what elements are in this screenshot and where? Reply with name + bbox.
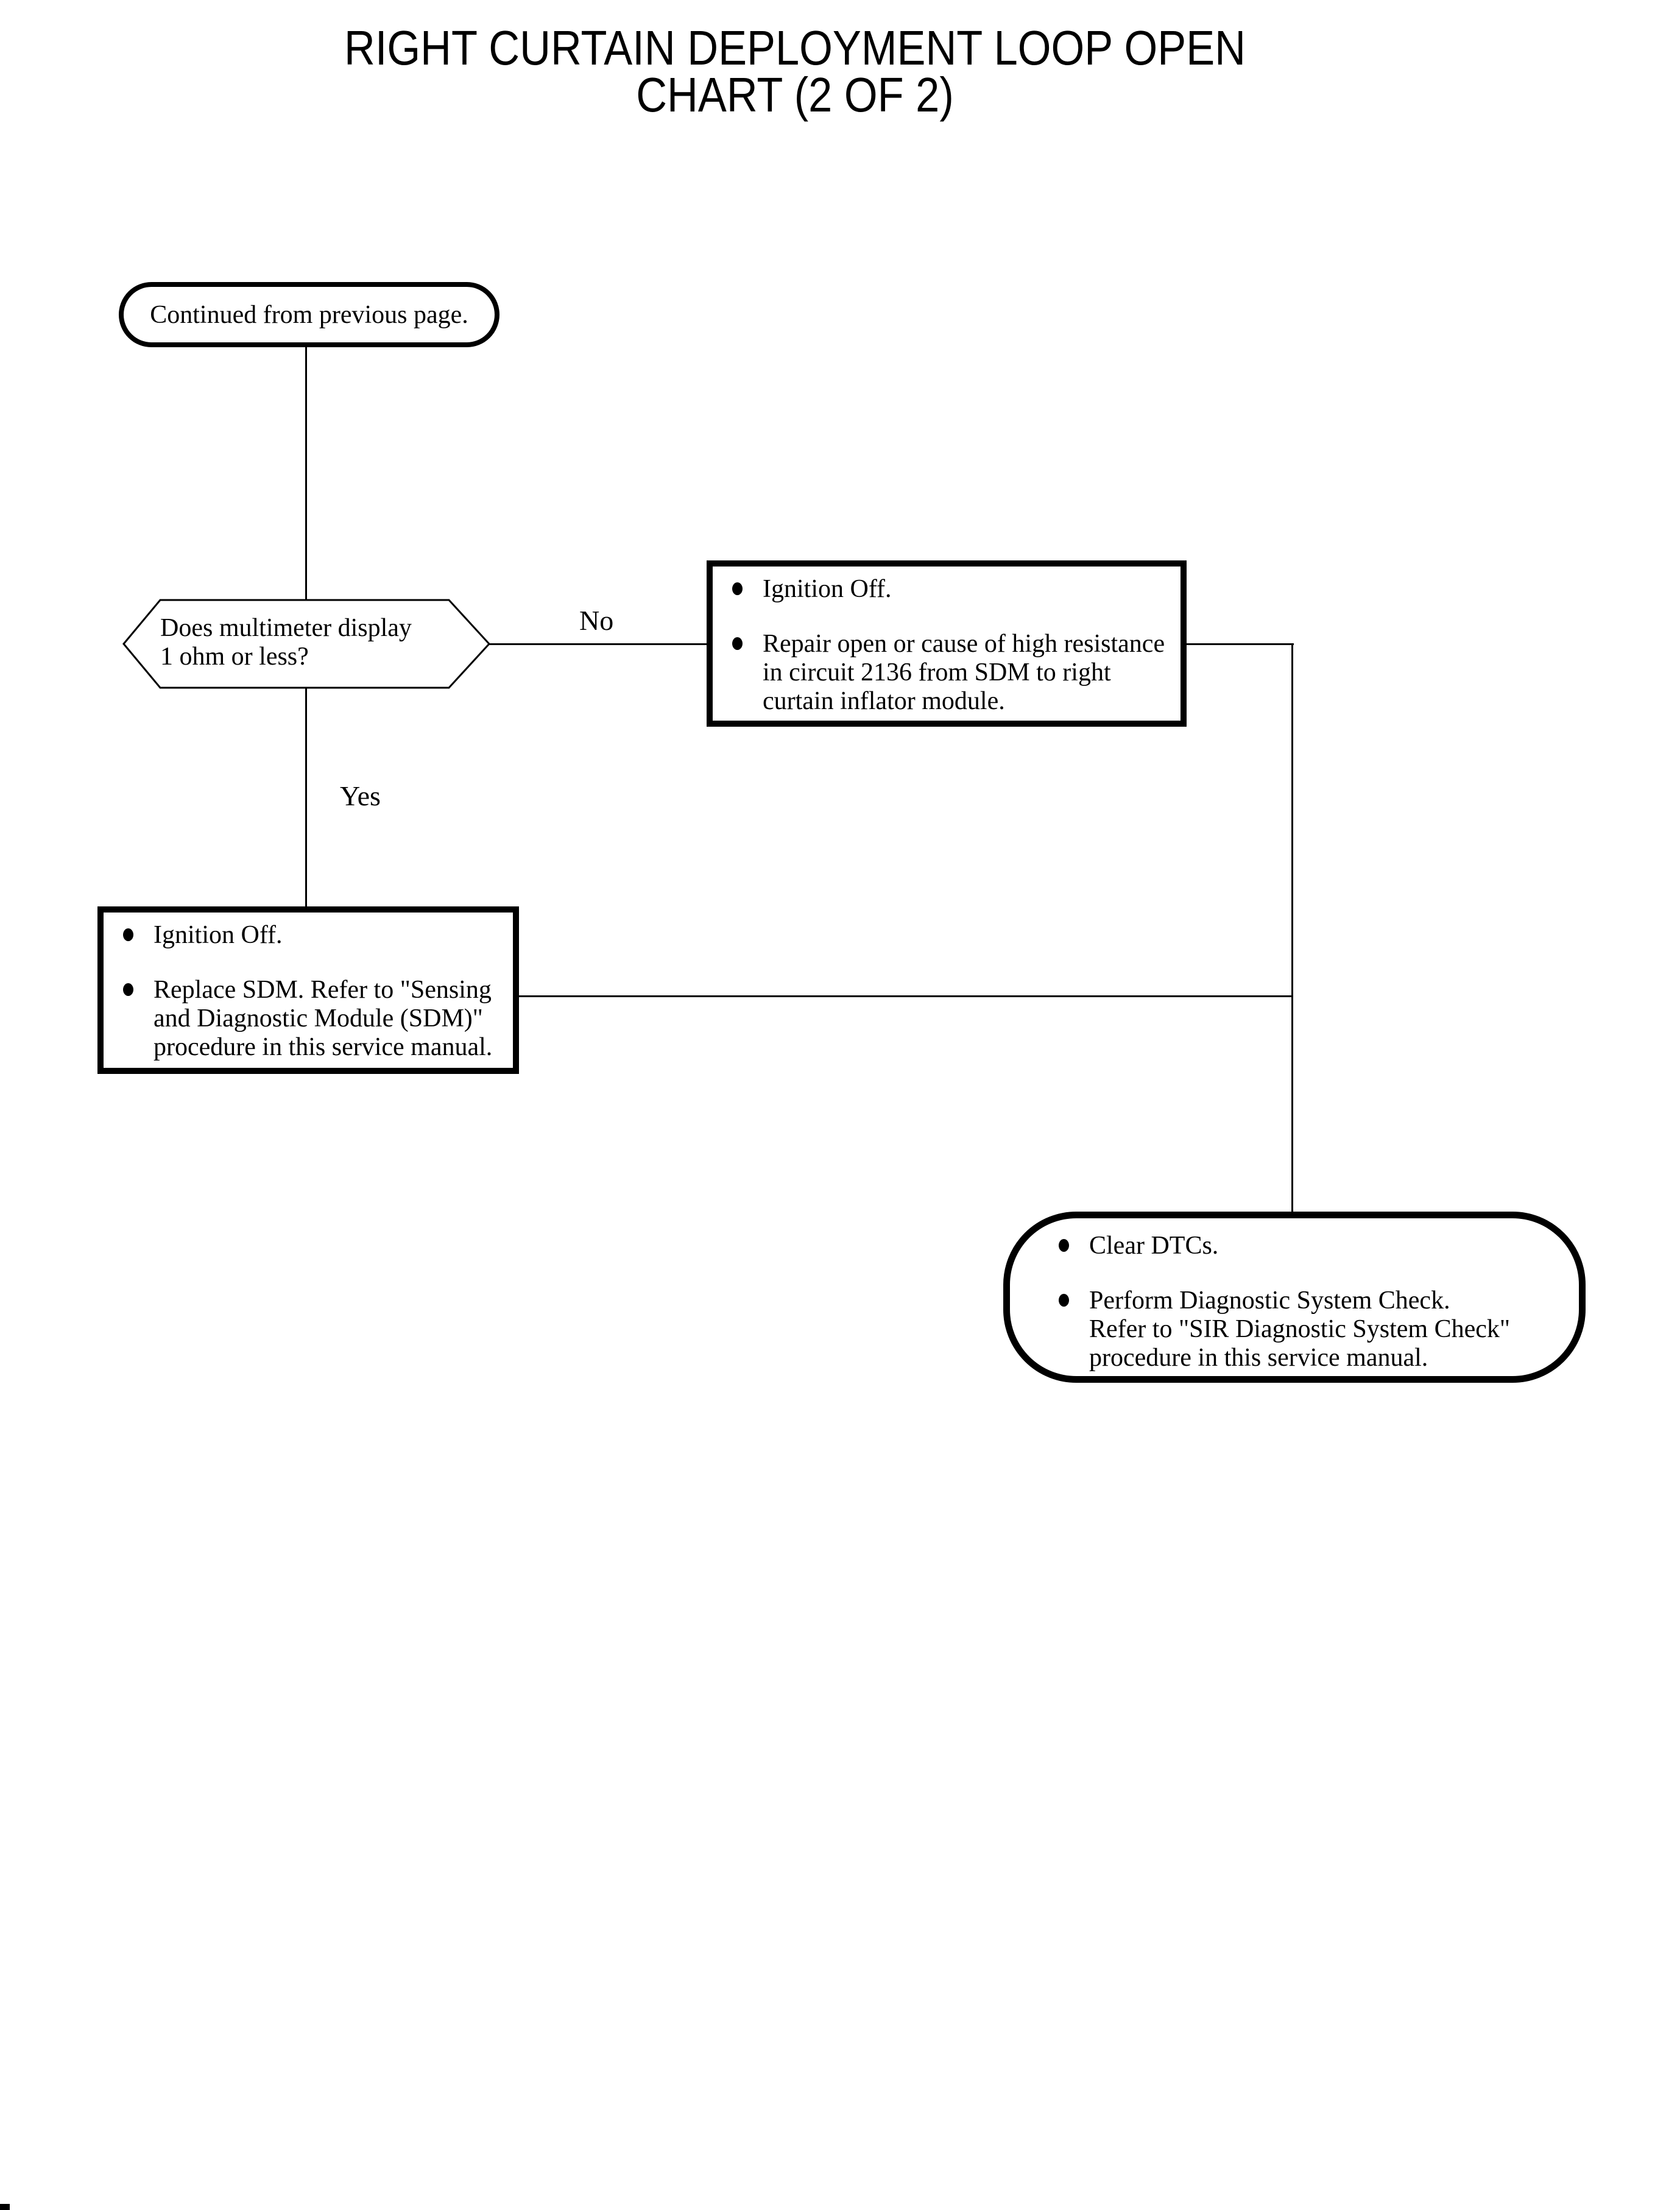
no-action-box: Ignition Off. Repair open or cause of hi… <box>707 560 1187 727</box>
scan-artifact <box>0 2204 10 2210</box>
decision-question: Does multimeter display 1 ohm or less? <box>160 614 412 671</box>
start-terminator: Continued from previous page. <box>119 282 499 347</box>
connector-yesaction-to-trunk <box>518 995 1293 997</box>
decision-hexagon <box>122 599 491 689</box>
connector-trunk-to-end <box>1291 643 1293 1213</box>
bullet-icon <box>123 928 133 941</box>
list-item: Ignition Off. <box>123 921 507 950</box>
end-item-1: Clear DTCs. <box>1089 1232 1219 1260</box>
page-title-line1: RIGHT CURTAIN DEPLOYMENT LOOP OPEN <box>344 21 1246 75</box>
bullet-icon <box>732 582 743 595</box>
page-title-line2: CHART (2 OF 2) <box>636 68 954 122</box>
list-item: Perform Diagnostic System Check. Refer t… <box>1059 1287 1561 1372</box>
connector-start-to-decision <box>305 347 307 599</box>
list-item: Ignition Off. <box>732 575 1172 604</box>
edge-label-yes: Yes <box>340 780 381 811</box>
no-action-item-2: Repair open or cause of high resistance … <box>763 630 1165 715</box>
yes-action-box: Ignition Off. Replace SDM. Refer to "Sen… <box>97 906 519 1074</box>
edge-label-no: No <box>579 605 614 636</box>
yes-action-item-2: Replace SDM. Refer to "Sensing and Diagn… <box>154 976 493 1061</box>
connector-decision-yes <box>305 688 307 908</box>
end-item-2: Perform Diagnostic System Check. Refer t… <box>1089 1287 1511 1372</box>
list-item: Clear DTCs. <box>1059 1232 1561 1260</box>
bullet-icon <box>732 637 743 650</box>
end-terminator: Clear DTCs. Perform Diagnostic System Ch… <box>1003 1212 1586 1383</box>
no-action-item-1: Ignition Off. <box>763 575 892 603</box>
connector-decision-no <box>489 643 708 645</box>
bullet-icon <box>1059 1294 1069 1307</box>
bullet-icon <box>1059 1239 1069 1252</box>
connector-noaction-to-trunk <box>1185 643 1294 645</box>
list-item: Replace SDM. Refer to "Sensing and Diagn… <box>123 976 507 1062</box>
start-terminator-label: Continued from previous page. <box>150 300 468 329</box>
list-item: Repair open or cause of high resistance … <box>732 630 1172 716</box>
yes-action-item-1: Ignition Off. <box>154 921 283 949</box>
bullet-icon <box>123 983 133 996</box>
page-title: RIGHT CURTAIN DEPLOYMENT LOOP OPEN CHART… <box>96 21 1495 122</box>
